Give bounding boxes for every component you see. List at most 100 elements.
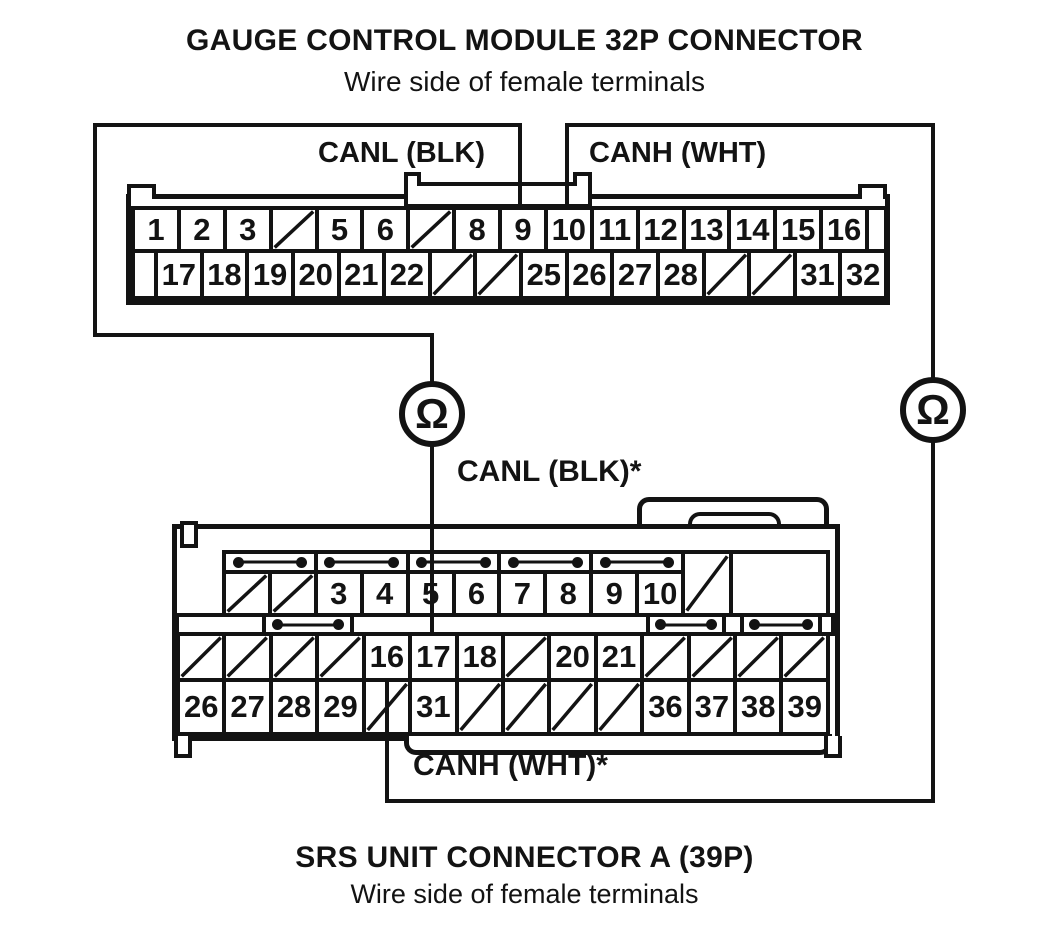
shorting-bar-icon <box>752 623 810 626</box>
pin-cell-9: 9 <box>589 574 635 613</box>
pin-cell-8: 8 <box>543 574 589 613</box>
pin-cell-31: 31 <box>408 682 454 732</box>
shorting-bar-icon <box>275 623 341 626</box>
srs-canl-wire-label: CANL (BLK)* <box>457 455 642 488</box>
pin-cell-6: 6 <box>360 210 406 249</box>
pin-cell-1: 1 <box>147 211 165 247</box>
pin-cell-skipped <box>268 210 315 249</box>
pin-cell-28: 28 <box>268 682 315 732</box>
pin-cell-skipped <box>268 636 315 678</box>
pin-cell-7: 7 <box>497 574 543 613</box>
canh-wire-segment <box>931 438 935 803</box>
pin-cell-skipped <box>406 210 452 249</box>
pin-cell-22: 22 <box>382 253 428 296</box>
pin-cell-skipped <box>454 682 501 732</box>
gauge-shell-right-tab <box>858 184 887 199</box>
pin-cell-12: 12 <box>635 210 682 249</box>
pin-cell-25: 25 <box>519 253 565 296</box>
canh-wire-segment <box>931 123 935 384</box>
canl-wire-segment <box>430 333 434 388</box>
pin-cell-26: 26 <box>564 253 611 296</box>
canl-wire-segment <box>430 442 434 636</box>
pin-cell-2: 2 <box>176 210 223 249</box>
pin-cell-20: 20 <box>547 636 593 678</box>
pin-cell-skipped <box>226 574 268 613</box>
pin-cell-18: 18 <box>199 253 246 296</box>
shorting-bar <box>740 617 822 632</box>
pin-cell-18: 18 <box>454 636 501 678</box>
pin-cell-4: 4 <box>359 574 406 613</box>
pin-cell-skipped <box>747 253 793 296</box>
pin-cell-skipped <box>779 636 825 678</box>
srs-shell-left-foot <box>174 736 192 758</box>
shorting-bar-icon <box>419 560 488 564</box>
pin-cell-skipped <box>500 636 547 678</box>
srs-canh-wire-label: CANH (WHT)* <box>413 749 608 782</box>
pin-cell-37: 37 <box>686 682 733 732</box>
shorting-bar <box>262 617 354 632</box>
pin-cell-skipped <box>593 682 640 732</box>
canl-wire-segment <box>93 123 522 127</box>
pin-cell-21: 21 <box>593 636 640 678</box>
pin-cell-stub <box>135 253 154 296</box>
left-ohmmeter-icon: Ω <box>399 381 465 447</box>
pin-cell-skipped <box>681 550 733 617</box>
shorting-bar <box>589 554 681 570</box>
pin-cell-3: 3 <box>313 574 360 613</box>
canl-wire-segment <box>93 123 97 337</box>
canh-wire-segment <box>385 678 389 803</box>
pin-cell-skipped <box>315 636 361 678</box>
pin-cell-20: 20 <box>290 253 337 296</box>
pin-cell-14: 14 <box>727 210 773 249</box>
pin-cell-5: 5 <box>314 210 361 249</box>
srs-shell-notch <box>180 521 198 548</box>
gauge-connector-title: GAUGE CONTROL MODULE 32P CONNECTOR <box>186 24 863 57</box>
canl-wire-segment <box>518 123 522 210</box>
pin-cell-skipped <box>473 253 519 296</box>
pin-cell-3: 3 <box>222 210 269 249</box>
gauge-shell-left-tab <box>127 184 156 199</box>
pin-cell-6: 6 <box>451 574 498 613</box>
srs-connector-subtitle: Wire side of female terminals <box>350 879 699 909</box>
pin-cell-17: 17 <box>408 636 454 678</box>
pin-cell-27: 27 <box>222 682 268 732</box>
pin-cell-blank <box>729 550 830 617</box>
ohm-symbol: Ω <box>916 386 950 433</box>
srs-pin-row-1: 345678910 <box>222 570 685 617</box>
pin-cell-38: 38 <box>733 682 779 732</box>
pin-cell-36: 36 <box>640 682 686 732</box>
shorting-bar-icon <box>511 560 580 564</box>
shorting-bar <box>313 554 406 570</box>
pin-cell-32: 32 <box>838 253 884 296</box>
canh-wire-segment <box>565 123 569 210</box>
pin-cell-skipped <box>222 636 268 678</box>
pin-cell-skipped <box>640 636 686 678</box>
shorting-bar <box>226 554 314 570</box>
pin-cell-5: 5 <box>405 574 452 613</box>
latch-left-tab <box>404 172 421 186</box>
shorting-bar <box>405 554 498 570</box>
canh-wire-segment <box>565 123 935 127</box>
pin-cell-15: 15 <box>773 210 819 249</box>
pin-cell-skipped <box>180 636 222 678</box>
pin-cell-stub <box>865 210 884 249</box>
canl-wire-segment <box>93 333 434 337</box>
pin-cell-10: 10 <box>543 210 590 249</box>
shorting-bar-icon <box>235 560 305 564</box>
canl-wire-label: CANL (BLK) <box>318 137 485 169</box>
pin-cell-skipped <box>500 682 547 732</box>
pin-cell-21: 21 <box>336 253 383 296</box>
pin-cell-8: 8 <box>452 210 498 249</box>
ohm-symbol: Ω <box>415 390 449 437</box>
pin-cell-29: 29 <box>315 682 361 732</box>
pin-cell-28: 28 <box>655 253 702 296</box>
gauge-connector-latch <box>404 182 592 208</box>
pin-cell-skipped <box>427 253 474 296</box>
pin-cell-skipped <box>547 682 593 732</box>
pin-cell-16: 16 <box>361 636 408 678</box>
shorting-bar-icon <box>657 623 715 626</box>
